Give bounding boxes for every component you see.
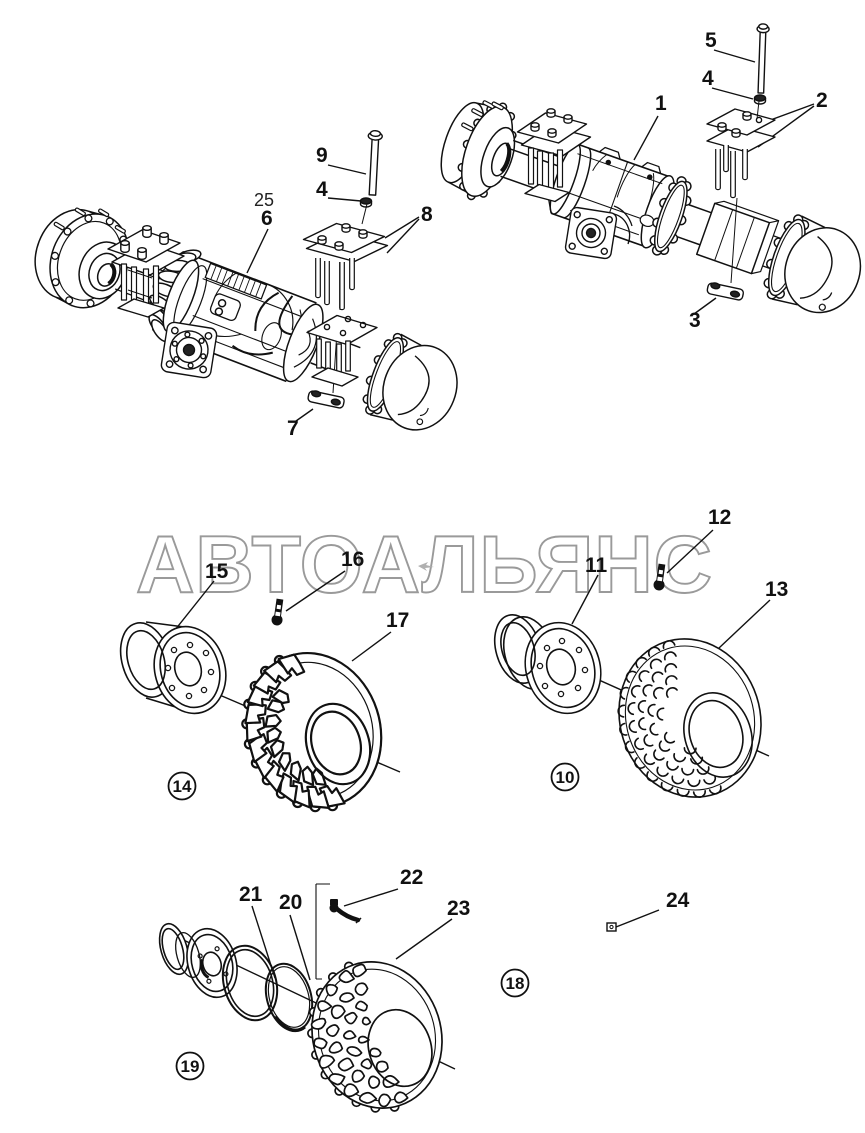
svg-text:10: 10: [556, 768, 575, 787]
svg-text:9: 9: [316, 144, 328, 167]
svg-text:22: 22: [400, 866, 423, 889]
svg-text:1: 1: [655, 92, 667, 115]
svg-text:7: 7: [287, 417, 299, 440]
svg-text:11: 11: [585, 554, 608, 577]
svg-text:4: 4: [702, 67, 714, 90]
svg-text:5: 5: [705, 29, 717, 52]
svg-text:17: 17: [386, 609, 409, 632]
svg-text:20: 20: [279, 891, 302, 914]
svg-text:6: 6: [261, 207, 273, 230]
svg-text:18: 18: [506, 974, 525, 993]
svg-text:13: 13: [765, 578, 788, 601]
svg-text:16: 16: [341, 548, 364, 571]
svg-text:23: 23: [447, 897, 470, 920]
svg-text:19: 19: [181, 1057, 200, 1076]
svg-text:15: 15: [205, 560, 229, 583]
svg-text:12: 12: [708, 506, 731, 529]
svg-text:3: 3: [689, 309, 701, 332]
svg-text:4: 4: [316, 178, 328, 201]
svg-text:2: 2: [816, 89, 828, 112]
svg-text:24: 24: [666, 889, 690, 912]
svg-text:25: 25: [254, 190, 274, 210]
svg-text:14: 14: [173, 777, 192, 796]
svg-text:21: 21: [239, 883, 263, 906]
svg-text:8: 8: [421, 203, 433, 226]
